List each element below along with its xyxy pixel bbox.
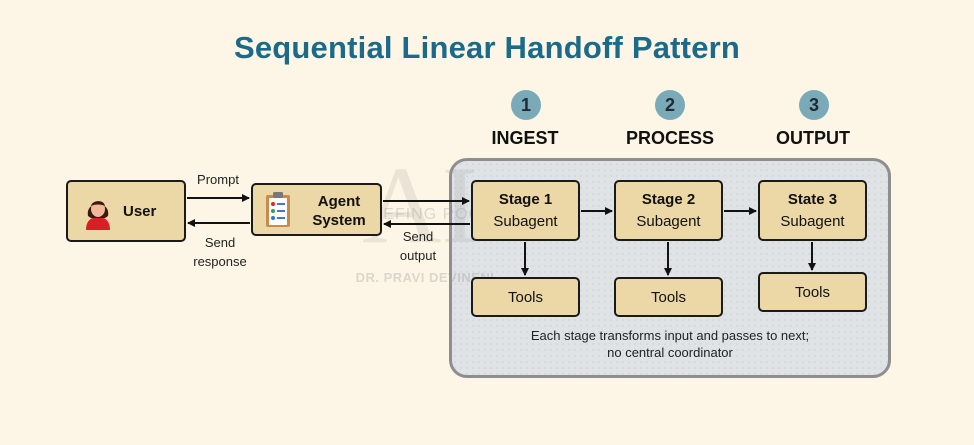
phase-label-output: OUTPUT: [776, 128, 850, 148]
phase-number-1: 1: [511, 90, 541, 120]
agent-system-label-line-2: System: [312, 212, 366, 229]
diagram-title: Sequential Linear Handoff Pattern: [233, 30, 741, 65]
stage-3-subtitle: Subagent: [780, 213, 845, 230]
stage-3-tools-label: Tools: [794, 284, 831, 301]
prompt-label: Prompt: [197, 172, 239, 187]
stage-1-subtitle: Subagent: [493, 213, 558, 230]
stage-3-title: State 3: [787, 191, 838, 208]
stage-2-title: Stage 2: [641, 191, 696, 208]
stage-1-subagent-box[interactable]: Stage 1 Subagent: [471, 180, 580, 241]
user-label: User: [123, 203, 157, 220]
stage-3-subagent-box[interactable]: State 3 Subagent: [758, 180, 867, 241]
stage-2-tools-box[interactable]: Tools: [614, 277, 723, 317]
stage-2-tools-label: Tools: [650, 289, 687, 306]
stage-1-tools-box[interactable]: Tools: [471, 277, 580, 317]
phase-label-ingest: INGEST: [491, 128, 559, 148]
agent-system-box[interactable]: Agent System: [251, 183, 382, 236]
phase-label-process: PROCESS: [625, 128, 715, 148]
stage-1-title: Stage 1: [498, 191, 553, 208]
send-output-label-line-1: Send: [402, 229, 434, 244]
pipeline-note-line-2: no central coordinator: [607, 345, 733, 360]
clipboard-checklist-icon: [264, 191, 292, 229]
user-avatar-icon: [80, 194, 116, 230]
send-response-label-line-2: response: [193, 254, 247, 269]
stage-2-subagent-box[interactable]: Stage 2 Subagent: [614, 180, 723, 241]
user-box[interactable]: User: [66, 180, 186, 242]
pipeline-note: Each stage transforms input and passes t…: [449, 327, 891, 361]
pipeline-note-line-1: Each stage transforms input and passes t…: [530, 328, 810, 343]
stage-3-tools-box[interactable]: Tools: [758, 272, 867, 312]
send-response-label-line-1: Send: [204, 235, 236, 250]
agent-system-label-line-1: Agent: [317, 193, 361, 210]
send-output-label-line-2: output: [399, 248, 437, 263]
phase-number-3: 3: [799, 90, 829, 120]
stage-1-tools-label: Tools: [507, 289, 544, 306]
stage-2-subtitle: Subagent: [636, 213, 701, 230]
phase-number-2: 2: [655, 90, 685, 120]
